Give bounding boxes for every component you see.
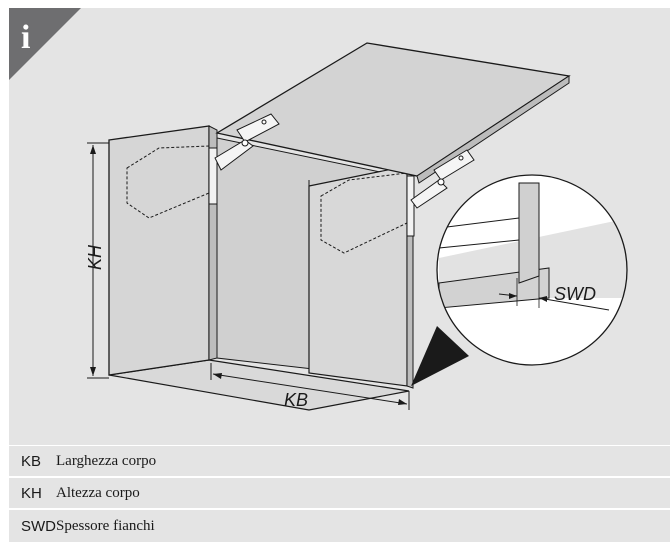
detail-magnifier-content [438, 182, 627, 311]
legend-row-kh: KH Altezza corpo [9, 478, 670, 510]
detail-magnifier-border [436, 174, 628, 366]
legend-abbr: KH [21, 484, 42, 502]
legend-abbr: SWD [21, 517, 56, 535]
left-hinge [208, 113, 280, 205]
kb-dimension [210, 363, 410, 410]
info-badge [9, 8, 81, 80]
magnifier-pointer [411, 326, 469, 386]
legend-desc: Altezza corpo [56, 484, 140, 501]
legend-table: KB Larghezza corpo KH Altezza corpo SWD … [9, 446, 670, 542]
kh-label: KH [85, 244, 105, 270]
diagram-panel: i [9, 8, 670, 445]
swd-label: SWD [554, 284, 596, 304]
kh-dimension [87, 142, 109, 379]
legend-row-kb: KB Larghezza corpo [9, 446, 670, 478]
kb-label: KB [284, 390, 308, 410]
legend-row-swd: SWD Spessore fianchi [9, 510, 670, 542]
info-badge-letter: i [21, 19, 30, 56]
flap-edge [416, 75, 570, 184]
right-hinge [406, 149, 475, 237]
cabinet-diagram: i [9, 8, 628, 411]
legend-abbr: KB [21, 452, 42, 470]
legend-desc: Spessore fianchi [56, 517, 155, 534]
cabinet-right-side [308, 165, 408, 387]
legend-desc: Larghezza corpo [56, 452, 157, 469]
left-mechanism-outline [126, 145, 210, 219]
cabinet-left-side [108, 125, 210, 376]
